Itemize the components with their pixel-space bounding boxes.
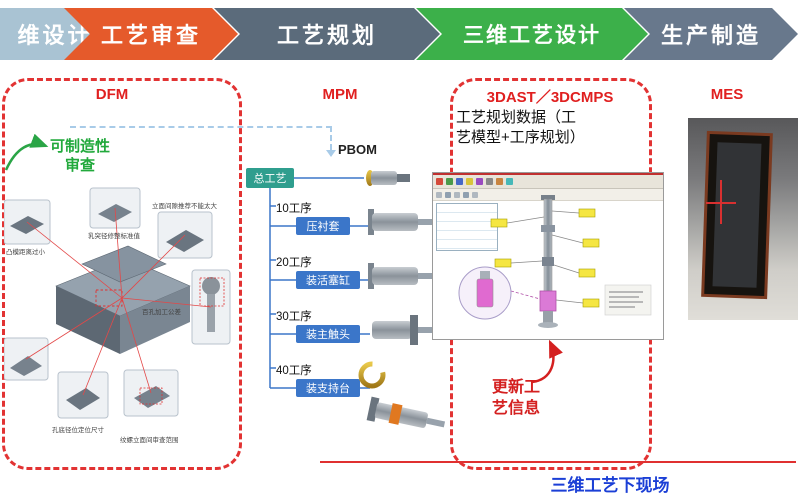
update-process-note: 更新工 艺信息 [492, 379, 541, 417]
callout-label: 乳突径修整标准值 [88, 231, 141, 240]
part-clip-ring [358, 361, 386, 389]
manufacturability-note: 可制造性 审查 [49, 138, 110, 174]
op-label-10: 10工序 [276, 203, 312, 215]
banner-step-process-planning: 工艺规划 [214, 8, 440, 60]
banner-step-3d-process-design: 三维工艺设计 [416, 8, 648, 60]
red-curve-arrow-icon [531, 339, 563, 384]
process-step-box-3: 装主触头 [296, 325, 360, 343]
dfm-title: DFM [95, 86, 129, 103]
dfm-drawing: 凸模距离过小 乳突径修整标准值 立面间隙推荐不能太大 百孔加工公差 孔底径位定位… [4, 187, 231, 444]
toolbar-icon [463, 191, 469, 198]
mpm-flow-graphic [269, 170, 446, 428]
process-data-note: 工艺规划数据（工 艺模型+工序规划） [456, 109, 585, 147]
callout-label: 百孔加工公差 [142, 307, 182, 316]
toolbar-icon [446, 178, 453, 185]
cad-magnified-inset [458, 266, 541, 320]
mpm-title: MPM [322, 86, 358, 103]
banner-step-process-review: 工艺审查 [64, 8, 238, 60]
toolbar-icon [496, 178, 503, 185]
part-support-assembly [366, 396, 446, 428]
threed-title: 3DAST／3DCMPS [486, 89, 614, 106]
dfm-section-border [2, 78, 242, 470]
banner-step-label: 工艺审查 [100, 23, 201, 48]
callout-label: 孔底径位定位尺寸 [52, 425, 105, 434]
toolbar-icon [472, 191, 478, 198]
part-fitting [366, 170, 410, 186]
banner-step-label: 工艺规划 [276, 23, 377, 48]
banner-step-manufacturing: 生产制造 [624, 8, 798, 60]
toolbar-icon [456, 178, 463, 185]
pbom-arrowhead-icon [326, 150, 336, 157]
toolbar-icon [476, 178, 483, 185]
cad-toolbar [433, 175, 663, 189]
toolbar-icon [445, 191, 451, 198]
part-main-contact [372, 315, 438, 345]
pbom-label: PBOM [338, 142, 377, 157]
toolbar-icon [466, 178, 473, 185]
annotation-lines [25, 207, 212, 396]
mes-title: MES [710, 86, 744, 103]
banner-step-label: 维设计 [17, 23, 93, 48]
banner-step-label: 生产制造 [660, 23, 761, 48]
process-step-box-4: 装支持台 [296, 379, 360, 397]
pbom-connector-vertical [330, 126, 332, 150]
door-frame-inner [704, 134, 770, 296]
op-label-40: 40工序 [276, 365, 312, 377]
toolbar-icon [454, 191, 460, 198]
red-marker-horizontal [706, 202, 736, 204]
pbom-connector-horizontal [70, 126, 332, 128]
toolbar-icon [486, 178, 493, 185]
op-label-30: 30工序 [276, 311, 312, 323]
banner-step-label: 三维工艺设计 [463, 24, 601, 47]
cad-assembly-model [538, 195, 558, 328]
process-step-box-1: 压衬套 [296, 217, 350, 235]
toolbar-icon [506, 178, 513, 185]
op-label-20: 20工序 [276, 257, 312, 269]
footer-divider-line [320, 461, 796, 463]
cad-viewport [458, 195, 652, 328]
cad-annotation-block [604, 284, 652, 316]
toolbar-icon [436, 191, 442, 198]
toolbar-icon [436, 178, 443, 185]
cad-callout-tags [490, 208, 600, 308]
footer-caption: 三维工艺下现场 [550, 476, 670, 495]
mes-site-photo [688, 118, 798, 320]
door-frame-product [701, 130, 773, 300]
callout-label: 立面间隙推荐不能太大 [152, 201, 218, 210]
cad-screenshot [432, 172, 664, 340]
flow-lines [269, 177, 370, 389]
callout-label: 纹螺立面间审查范围 [120, 435, 179, 444]
process-step-box-2: 装活塞缸 [296, 271, 360, 289]
green-curve-arrow-icon [4, 133, 49, 171]
dfm-callouts: 凸模距离过小 乳突径修整标准值 立面间隙推荐不能太大 百孔加工公差 孔底径位定位… [6, 201, 218, 444]
callout-label: 凸模距离过小 [6, 247, 46, 256]
cad-red-line [433, 173, 663, 175]
process-root-box: 总工艺 [246, 168, 294, 188]
